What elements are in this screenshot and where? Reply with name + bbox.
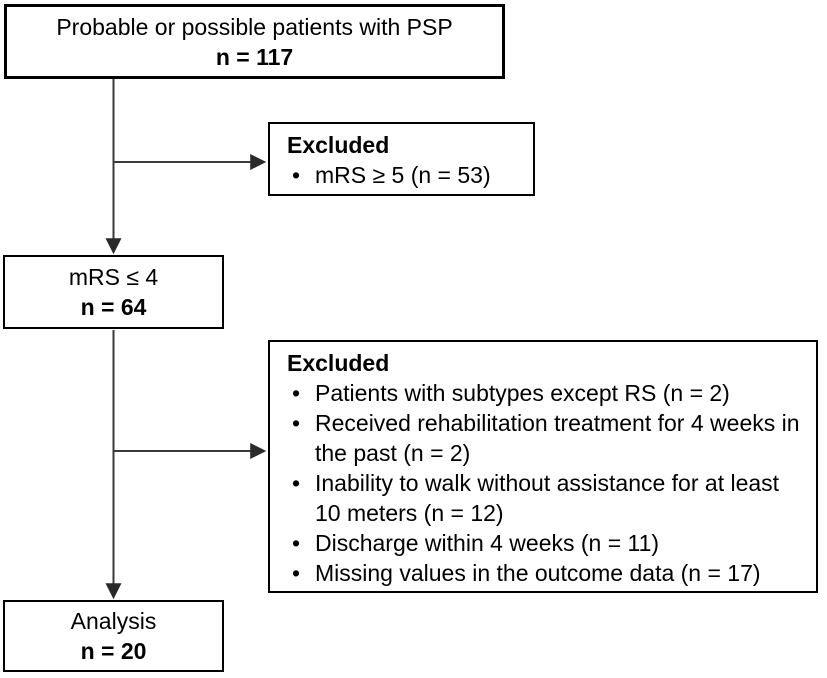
excluded-second-item: • Discharge within 4 weeks (n = 11) (287, 528, 808, 558)
excluded-first-item: • mRS ≥ 5 (n = 53) (287, 160, 525, 190)
bullet-icon: • (292, 470, 301, 496)
node-analysis: Analysis n = 20 (3, 600, 224, 672)
node-enrollment: Probable or possible patients with PSP n… (4, 4, 505, 79)
node-excluded-first: Excluded • mRS ≥ 5 (n = 53) (268, 122, 535, 196)
bullet-icon: • (292, 530, 301, 556)
excluded-second-item-text: Missing values in the outcome data (n = … (315, 560, 761, 586)
bullet-icon: • (292, 162, 301, 188)
excluded-second-item-text: Discharge within 4 weeks (n = 11) (315, 530, 660, 556)
excluded-second-item-text: Patients with subtypes except RS (n = 2) (315, 380, 730, 406)
node-mrs-le4: mRS ≤ 4 n = 64 (3, 255, 224, 329)
node-enrollment-count: n = 117 (215, 43, 294, 70)
node-mrs-le4-count: n = 64 (80, 294, 147, 320)
excluded-second-item: • Patients with subtypes except RS (n = … (287, 378, 808, 408)
bullet-icon: • (292, 380, 301, 406)
excluded-second-item: • Inability to walk without assistance f… (287, 468, 808, 528)
node-enrollment-label: Probable or possible patients with PSP (56, 13, 453, 40)
excluded-first-item-text: mRS ≥ 5 (n = 53) (315, 162, 491, 188)
excluded-second-item: • Missing values in the outcome data (n … (287, 558, 808, 588)
node-analysis-label: Analysis (70, 608, 157, 634)
bullet-icon: • (292, 560, 301, 586)
bullet-icon: • (292, 410, 301, 436)
excluded-second-item: • Received rehabilitation treatment for … (287, 408, 808, 468)
node-excluded-second: Excluded • Patients with subtypes except… (268, 340, 818, 593)
node-analysis-count: n = 20 (80, 638, 147, 664)
excluded-first-heading: Excluded (287, 132, 390, 158)
excluded-second-item-text: Received rehabilitation treatment for 4 … (315, 410, 800, 466)
node-mrs-le4-label: mRS ≤ 4 (68, 264, 159, 290)
excluded-second-item-text: Inability to walk without assistance for… (315, 470, 780, 526)
excluded-second-heading: Excluded (287, 350, 390, 376)
